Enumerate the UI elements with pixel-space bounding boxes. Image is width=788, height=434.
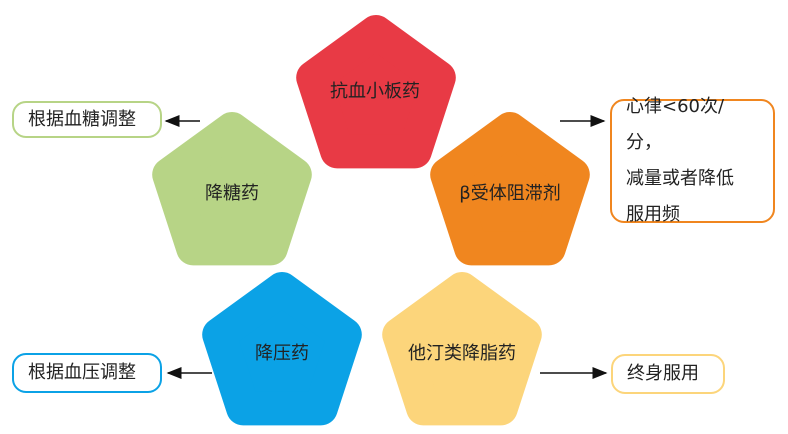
note-pressure-text: 根据血压调整 — [28, 362, 136, 383]
note-glucose: 根据血糖调整 — [12, 101, 162, 138]
node-antihypertensive: 降压药 — [255, 343, 309, 364]
pentagon-antihypertensive — [202, 272, 362, 426]
note-beta-line: 减量或者降低 — [626, 168, 734, 189]
note-statin: 终身服用 — [611, 354, 725, 394]
node-antiplatelet: 抗血小板药 — [330, 81, 420, 102]
note-beta-line: 服用频 — [626, 204, 680, 225]
note-beta: 心律<60次/分， 减量或者降低 服用频 — [610, 96, 775, 225]
pentagon-beta-blocker — [430, 112, 590, 266]
node-statin: 他汀类降脂药 — [408, 343, 516, 364]
node-hypoglycemic: 降糖药 — [205, 183, 259, 204]
pentagon-statin — [382, 272, 542, 426]
note-beta-line: 心律<60次/分， — [626, 96, 725, 153]
node-beta-blocker: β受体阻滞剂 — [459, 183, 561, 204]
note-glucose-text: 根据血糖调整 — [28, 108, 136, 130]
pentagon-antiplatelet — [296, 15, 456, 169]
pentagon-hypoglycemic — [152, 112, 312, 266]
note-statin-text: 终身服用 — [627, 363, 699, 384]
note-pressure: 根据血压调整 — [12, 353, 162, 393]
